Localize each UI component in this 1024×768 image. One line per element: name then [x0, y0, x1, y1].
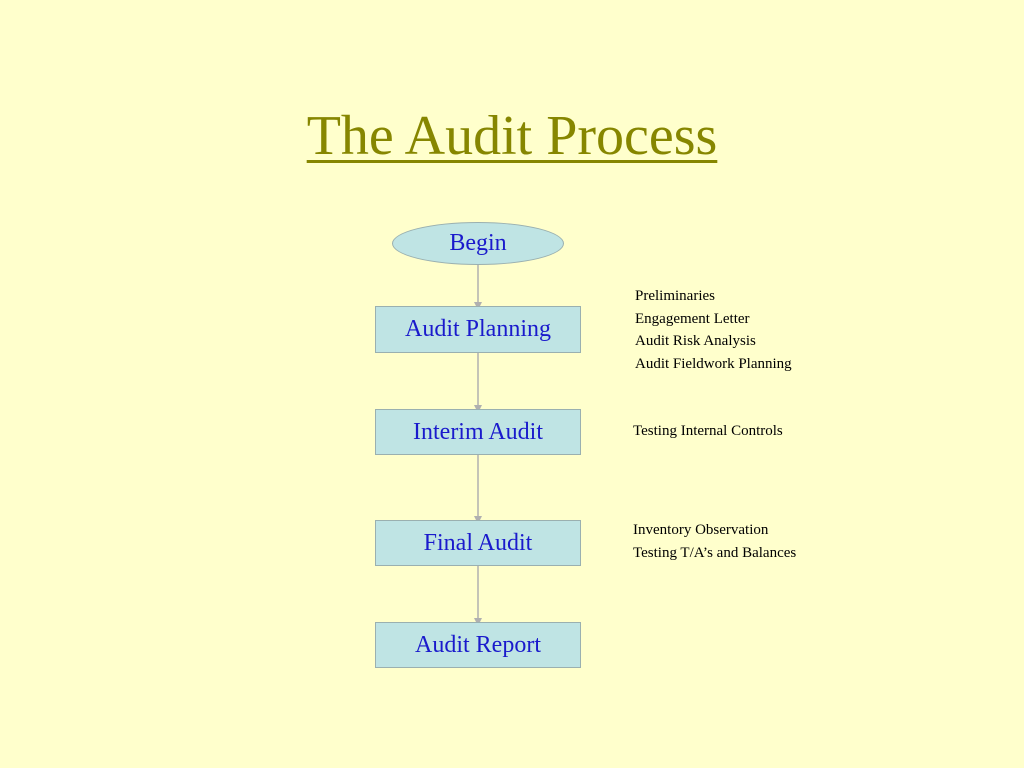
- step-label: Audit Report: [415, 631, 541, 658]
- step-label: Interim Audit: [413, 418, 543, 445]
- note-item: Testing Internal Controls: [633, 423, 783, 439]
- notes-interim-audit: Testing Internal Controls: [633, 420, 783, 443]
- note-item: Audit Fieldwork Planning: [635, 355, 792, 372]
- note-item: Testing T/A’s and Balances: [633, 544, 797, 561]
- begin-node-label: Begin: [449, 230, 507, 256]
- notes-audit-planning: Preliminaries Engagement Letter Audit Ri…: [635, 285, 792, 375]
- begin-node: Begin: [392, 222, 564, 265]
- note-item: Inventory Observation: [633, 522, 769, 538]
- step-final-audit: Final Audit: [375, 520, 581, 566]
- note-item: Engagement Letter: [635, 310, 750, 327]
- step-label: Final Audit: [423, 529, 533, 556]
- step-audit-planning: Audit Planning: [375, 306, 581, 353]
- step-label: Audit Planning: [404, 316, 551, 342]
- step-audit-report: Audit Report: [375, 622, 581, 668]
- note-item: Audit Risk Analysis: [635, 333, 756, 349]
- note-item: Preliminaries: [635, 288, 715, 304]
- notes-final-audit: Inventory Observation Testing T/A’s and …: [633, 519, 796, 564]
- step-interim-audit: Interim Audit: [375, 409, 581, 455]
- slide-title: The Audit Process: [0, 96, 1024, 176]
- slide-title-text: The Audit Process: [306, 105, 718, 167]
